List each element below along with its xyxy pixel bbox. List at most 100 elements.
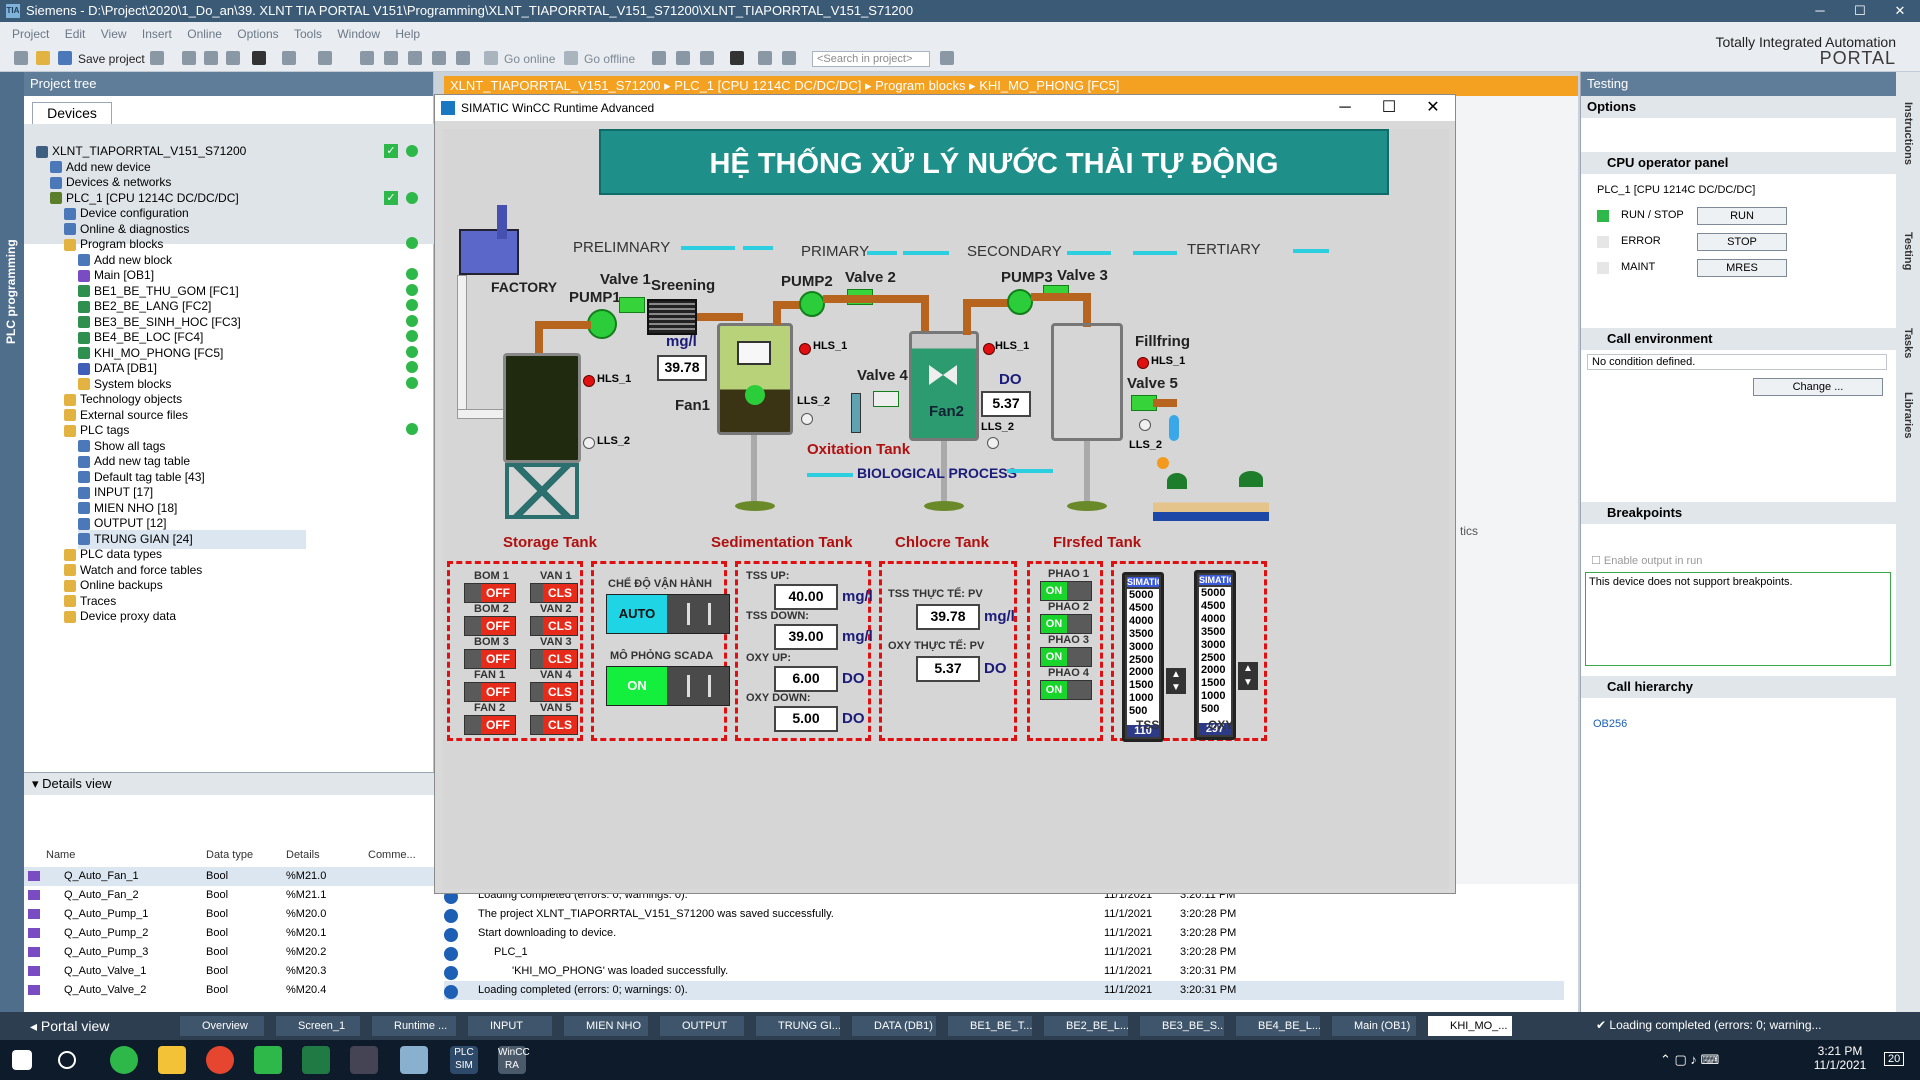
tree-item[interactable]: PLC_1 [CPU 1214C DC/DC/DC] (50, 189, 239, 208)
wincc-runtime-window[interactable]: SIMATIC WinCC Runtime Advanced ─ ☐ ✕ HỆ … (434, 94, 1456, 894)
close-button[interactable]: ✕ (1894, 3, 1906, 18)
go-online-button[interactable]: Go online (504, 52, 556, 66)
tray-icons[interactable]: ⌃ ▢ ♪ ⌨ (1660, 1052, 1720, 1067)
tree-item[interactable]: BE4_BE_LOC [FC4] (78, 328, 203, 347)
device-toggle[interactable]: CLS (530, 583, 578, 603)
vtab-instructions[interactable]: Instructions (1902, 102, 1914, 165)
editor-tab-tics[interactable]: tics (1460, 524, 1478, 538)
tree-item[interactable]: External source files (64, 406, 188, 425)
change-button[interactable]: Change ... (1753, 378, 1883, 396)
search-input[interactable]: <Search in project> (812, 51, 930, 67)
camtasia-icon[interactable] (254, 1046, 282, 1074)
close-x-icon[interactable] (730, 51, 744, 65)
breakpoints-section[interactable]: Breakpoints (1581, 502, 1897, 524)
auto-mode-toggle[interactable]: AUTO (606, 594, 730, 634)
start-icon[interactable] (12, 1050, 32, 1070)
notification-badge[interactable]: 20 (1884, 1052, 1905, 1066)
tss-up-down-icon[interactable]: ▲▼ (1166, 668, 1186, 694)
pump3-icon[interactable] (1007, 289, 1033, 315)
oxy-up-input[interactable]: 6.00 (774, 666, 838, 692)
tree-item[interactable]: OUTPUT [12] (78, 514, 166, 533)
call-env-section[interactable]: Call environment (1581, 328, 1897, 350)
tree-item[interactable]: Add new device (50, 158, 151, 177)
menu-edit[interactable]: Edit (64, 27, 86, 41)
go-online-icon[interactable] (484, 51, 498, 65)
mres-button[interactable]: MRES (1697, 259, 1787, 277)
tia-portal-task-icon[interactable] (350, 1046, 378, 1074)
wincc-maximize-button[interactable]: ☐ (1381, 99, 1397, 116)
tree-item[interactable]: Device configuration (64, 204, 189, 223)
file-explorer-icon[interactable] (158, 1046, 186, 1074)
tree-item[interactable]: Main [OB1] (78, 266, 154, 285)
oxy-up-down-icon[interactable]: ▲▼ (1238, 662, 1258, 690)
download-icon[interactable] (384, 51, 398, 65)
tree-item[interactable]: INPUT [17] (78, 483, 153, 502)
editor-tab[interactable]: MIEN NHO (564, 1016, 648, 1036)
fan1-gear-icon[interactable] (745, 385, 765, 405)
accessible-devices-icon[interactable] (652, 51, 666, 65)
fan2-blade-icon[interactable] (929, 365, 957, 385)
split-vertical-icon[interactable] (782, 51, 796, 65)
editor-tab[interactable]: Overview (180, 1016, 264, 1036)
editor-tab[interactable]: BE3_BE_S... (1140, 1016, 1224, 1036)
print-icon[interactable] (150, 51, 164, 65)
tree-item[interactable]: BE2_BE_LANG [FC2] (78, 297, 211, 316)
clock[interactable]: 3:21 PM 11/1/2021 (1808, 1044, 1872, 1072)
delete-icon[interactable] (252, 51, 266, 65)
tree-item[interactable]: XLNT_TIAPORRTAL_V151_S71200 (36, 142, 246, 161)
tree-item[interactable]: Online & diagnostics (64, 220, 189, 239)
device-toggle[interactable]: CLS (530, 649, 578, 669)
log-row[interactable]: The project XLNT_TIAPORRTAL_V151_S71200 … (444, 905, 1564, 924)
editor-tab[interactable]: KHI_MO_... (1428, 1016, 1512, 1036)
go-offline-icon[interactable] (564, 51, 578, 65)
device-icon[interactable] (456, 51, 470, 65)
menu-view[interactable]: View (100, 27, 127, 41)
portal-view-button[interactable]: ◂ Portal view (30, 1018, 110, 1034)
device-toggle[interactable]: OFF (464, 583, 516, 603)
tree-item[interactable]: DATA [DB1] (78, 359, 157, 378)
copy-icon[interactable] (204, 51, 218, 65)
tab-devices[interactable]: Devices (32, 102, 112, 124)
search-icon[interactable] (58, 1051, 76, 1069)
editor-tab[interactable]: INPUT (468, 1016, 552, 1036)
device-toggle[interactable]: OFF (464, 616, 516, 636)
editor-tab[interactable]: BE4_BE_L... (1236, 1016, 1320, 1036)
notepad-icon[interactable] (400, 1046, 428, 1074)
tss-down-input[interactable]: 39.00 (774, 624, 838, 650)
tree-item[interactable]: Technology objects (64, 390, 182, 409)
tree-item[interactable]: TRUNG GIAN [24] (78, 529, 306, 549)
vtab-testing[interactable]: Testing (1902, 232, 1914, 271)
chat-app-icon[interactable] (110, 1046, 138, 1074)
device-toggle[interactable]: CLS (530, 682, 578, 702)
vtab-libraries[interactable]: Libraries (1902, 392, 1914, 439)
menu-insert[interactable]: Insert (141, 27, 172, 41)
run-button[interactable]: RUN (1697, 207, 1787, 225)
cpu-panel-section[interactable]: CPU operator panel (1581, 152, 1897, 174)
tree-item[interactable]: Devices & networks (50, 173, 171, 192)
menu-window[interactable]: Window (337, 27, 381, 41)
pump1-icon[interactable] (587, 309, 617, 339)
new-icon[interactable] (14, 51, 28, 65)
pump2-icon[interactable] (799, 291, 825, 317)
tree-item[interactable]: MIEN NHO [18] (78, 499, 177, 518)
valve4-icon[interactable] (873, 391, 899, 407)
plcsim-icon[interactable]: PLC SIM (450, 1046, 478, 1074)
device-toggle[interactable]: CLS (530, 616, 578, 636)
stop-cpu-icon[interactable] (700, 51, 714, 65)
tree-item[interactable]: BE3_BE_SINH_HOC [FC3] (78, 313, 241, 332)
search-go-icon[interactable] (940, 51, 954, 65)
maximize-button[interactable]: ☐ (1854, 3, 1866, 18)
wincc-ra-icon[interactable]: WinCC RA (498, 1046, 530, 1074)
tree-item[interactable]: Device proxy data (64, 607, 176, 626)
editor-tab[interactable]: TRUNG GI... (756, 1016, 840, 1036)
enable-output-checkbox[interactable]: ☐ Enable output in run (1591, 555, 1703, 567)
editor-tab[interactable]: Screen_1 (276, 1016, 360, 1036)
